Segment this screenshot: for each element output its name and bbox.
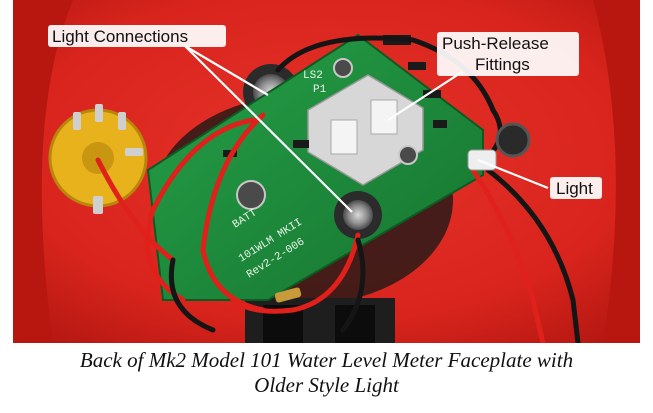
light-grommet: [495, 122, 531, 158]
callout-light: Light: [556, 179, 593, 198]
potentiometer-terminals: [73, 104, 143, 214]
callout-fittings: Fittings: [475, 55, 530, 74]
callout-plate-light: [550, 177, 602, 199]
caption-line-1: Back of Mk2 Model 101 Water Level Meter …: [79, 348, 574, 372]
faceplate-rim-left: [13, 0, 73, 343]
push-release-button-left: [330, 119, 358, 155]
crimp-connector: [274, 287, 302, 303]
callout-push-release: Push-Release: [442, 34, 549, 53]
callout-light-connections: Light Connections: [52, 27, 189, 46]
pcb-mount-hole-top: [333, 58, 353, 78]
pcb-mount-hole-right: [398, 145, 418, 165]
caption-line-2: Older Style Light: [254, 373, 399, 397]
figure-caption: Back of Mk2 Model 101 Water Level Meter …: [0, 348, 653, 398]
callout-plate-push-release: [437, 32, 579, 76]
pcb-label-ls2: LS2: [303, 70, 323, 82]
light-connector: [467, 149, 497, 171]
light-socket-right-fitting: [343, 200, 373, 230]
push-release-button-right: [370, 99, 398, 135]
faceplate-rim-right: [593, 0, 640, 343]
callout-plate-light-connections: [48, 25, 226, 47]
pcb-mount-hole-center: [236, 180, 266, 210]
pcb-label-p1: P1: [313, 84, 327, 96]
